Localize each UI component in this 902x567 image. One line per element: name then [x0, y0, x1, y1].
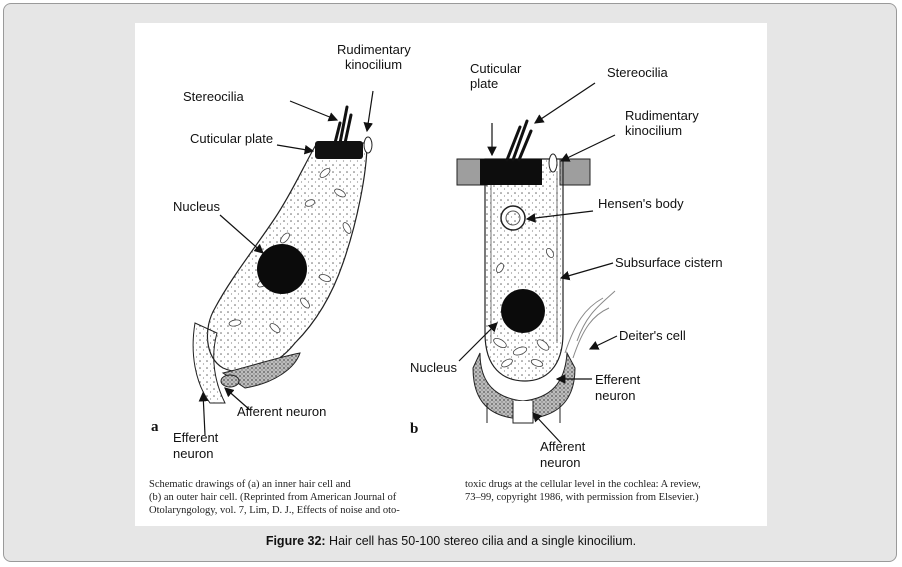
- label-efferent-neuron-a1: Efferent: [173, 430, 219, 445]
- label-efferent-neuron-b1: Efferent: [595, 372, 641, 387]
- figure-caption: Figure 32: Hair cell has 50-100 stereo c…: [0, 534, 902, 548]
- label-afferent-neuron-a: Afferent neuron: [237, 404, 326, 419]
- label-efferent-neuron-b2: neuron: [595, 388, 635, 403]
- figure-image-panel: Rudimentary kinocilium Stereocilia Cutic…: [135, 23, 767, 526]
- source-caption-left: Schematic drawings of (a) an inner hair …: [149, 478, 400, 517]
- label-rudimentary-kinocilium-b2: kinocilium: [625, 123, 682, 138]
- label-afferent-neuron-b1: Afferent: [540, 439, 586, 454]
- figure-caption-label: Figure 32:: [265, 534, 326, 548]
- label-rudimentary-kinocilium-a2: kinocilium: [345, 57, 402, 72]
- panel-letter-b: b: [410, 421, 418, 437]
- label-hensens-body: Hensen's body: [598, 196, 684, 211]
- figure-caption-text: Hair cell has 50-100 stereo cilia and a …: [325, 534, 637, 548]
- source-caption-left-line: (b) an outer hair cell. (Reprinted from …: [149, 492, 397, 503]
- label-cuticular-plate-b2: plate: [470, 76, 498, 91]
- label-rudimentary-kinocilium-a1: Rudimentary: [337, 42, 411, 57]
- source-caption-right-line: toxic drugs at the cellular level in the…: [465, 479, 701, 490]
- label-rudimentary-kinocilium-b1: Rudimentary: [625, 108, 699, 123]
- panel-b-leaders: [458, 82, 618, 444]
- panel-a-leaders: [198, 90, 374, 436]
- label-nucleus-b: Nucleus: [410, 360, 457, 375]
- source-caption-right: toxic drugs at the cellular level in the…: [465, 478, 701, 504]
- label-efferent-neuron-a2: neuron: [173, 446, 213, 461]
- label-cuticular-plate-b1: Cuticular: [470, 61, 522, 76]
- outer-hair-cell-drawing: [456, 119, 616, 424]
- source-caption-left-line: Otolaryngology, vol. 7, Lim, D. J., Effe…: [149, 505, 400, 516]
- source-caption-right-line: 73–99, copyright 1986, with permission f…: [465, 492, 699, 503]
- label-afferent-neuron-b2: neuron: [540, 455, 580, 470]
- panel-letter-a: a: [151, 419, 159, 435]
- label-stereocilia-a: Stereocilia: [183, 89, 244, 104]
- label-cuticular-plate-a: Cuticular plate: [190, 131, 273, 146]
- hair-cell-diagram: Rudimentary kinocilium Stereocilia Cutic…: [151, 42, 723, 470]
- inner-hair-cell-drawing: [192, 105, 373, 404]
- label-stereocilia-b: Stereocilia: [607, 65, 668, 80]
- source-caption-left-line: Schematic drawings of (a) an inner hair …: [149, 479, 351, 490]
- label-subsurface-cistern: Subsurface cistern: [615, 255, 723, 270]
- label-nucleus-a: Nucleus: [173, 199, 220, 214]
- label-deiters-cell: Deiter's cell: [619, 328, 686, 343]
